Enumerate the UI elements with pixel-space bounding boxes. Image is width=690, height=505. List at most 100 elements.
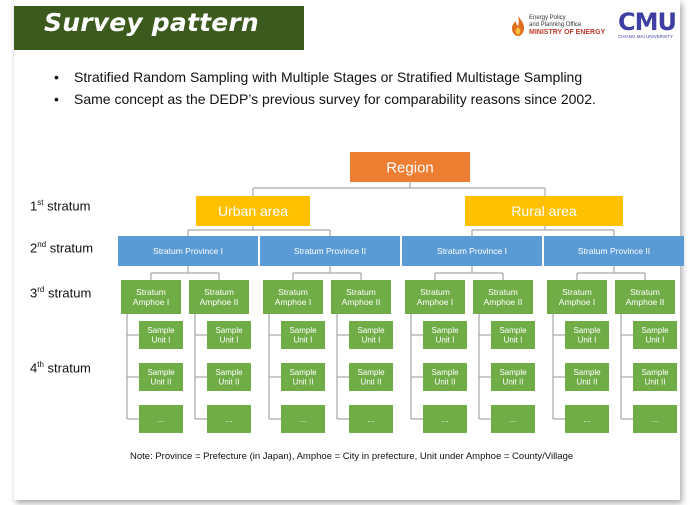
unit-box-shape [565,321,609,349]
unit-box-label: Unit II [645,378,666,387]
energy-logo-text: Energy Policy and Planning Office [529,15,582,28]
area-box-rural-shape [465,196,623,226]
unit-box: ... [491,405,535,433]
province-box: Stratum Province II [544,236,684,266]
province-box: Stratum Province II [260,236,400,266]
amphoe-box-shape [189,280,249,314]
unit-box-label: Unit I [578,336,597,345]
unit-box-label: Unit II [435,378,456,387]
cmu-logo-text: CMU [618,8,677,36]
unit-box-label: Sample [431,368,459,377]
unit-box-label: Unit II [503,378,524,387]
unit-box-label: ... [510,415,517,424]
unit-box-label: Sample [573,368,601,377]
unit-box-label: Sample [147,368,175,377]
unit-box-shape [139,405,183,433]
province-box-shape [402,236,542,266]
unit-box-label: Sample [289,326,317,335]
amphoe-box-label: Amphoe I [559,297,595,307]
area-box-urban: Urban area [196,196,310,226]
unit-box-shape [281,321,325,349]
unit-box-label: Sample [289,368,317,377]
unit-box-shape [491,363,535,391]
unit-box-shape [633,363,677,391]
unit-box-label: Sample [431,326,459,335]
amphoe-box-label: Amphoe I [417,297,453,307]
province-box-shape [118,236,258,266]
region-box-shape [350,152,470,182]
province-box-shape [544,236,684,266]
province-box: Stratum Province I [402,236,542,266]
unit-box-shape [633,321,677,349]
amphoe-box-shape [473,280,533,314]
flame-icon [512,16,524,36]
unit-box-shape [491,321,535,349]
amphoe-box-label: Amphoe I [133,297,169,307]
amphoe-box-shape [405,280,465,314]
unit-box-shape [423,405,467,433]
amphoe-box-shape [547,280,607,314]
unit-box-shape [139,321,183,349]
cmu-logo-subtitle: CHIANG MAI UNIVERSITY [618,34,674,39]
unit-box-label: Sample [215,368,243,377]
bullet-list: Stratified Random Sampling with Multiple… [54,66,596,110]
unit-box-label: Unit II [361,378,382,387]
amphoe-box-shape [121,280,181,314]
unit-box-label: Unit II [577,378,598,387]
province-box: Stratum Province I [118,236,258,266]
area-box-urban-shape [196,196,310,226]
stratum-label-2: 2nd stratum [30,240,94,256]
unit-box-label: Unit II [219,378,240,387]
bullet-item: Same concept as the DEDP’s previous surv… [54,88,596,110]
unit-box: ... [423,405,467,433]
unit-box: ... [565,405,609,433]
amphoe-box-label: Stratum [420,287,450,297]
unit-box-label: Sample [499,326,527,335]
unit-box-label: Unit I [294,336,313,345]
amphoe-box-label: Stratum [204,287,234,297]
unit-box-label: Unit I [436,336,455,345]
area-box-rural: Rural area [465,196,623,226]
stratum-label-1: 1st stratum [30,198,91,214]
unit-box-label: ... [300,415,307,424]
amphoe-box-label: Amphoe II [484,297,523,307]
unit-box-label: ... [652,415,659,424]
amphoe-box-shape [615,280,675,314]
unit-box: ... [633,405,677,433]
unit-box-shape [139,363,183,391]
cmu-logo: CMU CHIANG MAI UNIVERSITY [618,8,682,39]
unit-box-label: Unit I [504,336,523,345]
province-box-label: Stratum Province I [437,246,507,256]
amphoe-box-label: Stratum [136,287,166,297]
unit-box-label: ... [226,415,233,424]
unit-box-shape [423,363,467,391]
unit-box-shape [349,363,393,391]
unit-box-shape [349,321,393,349]
title-bar [14,6,304,50]
unit-box-label: Sample [641,326,669,335]
area-box-urban-label: Urban area [218,203,288,219]
page-title: Survey pattern [44,8,259,37]
amphoe-box-label: Stratum [488,287,518,297]
unit-box-shape [349,405,393,433]
province-box-shape [260,236,400,266]
unit-box-label: Sample [357,368,385,377]
unit-box-shape [633,405,677,433]
unit-box-label: Sample [573,326,601,335]
